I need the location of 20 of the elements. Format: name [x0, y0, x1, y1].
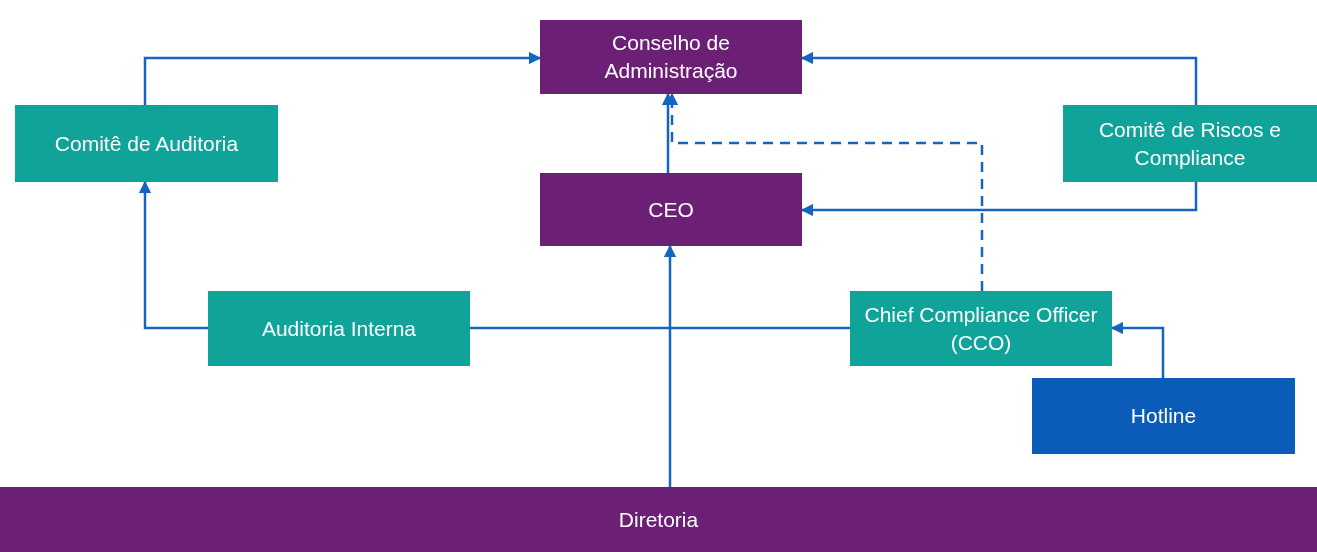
- box-label: Hotline: [1130, 403, 1197, 429]
- org-box: [850, 291, 1112, 366]
- org-box: [540, 20, 802, 94]
- connector-line: [470, 326, 850, 330]
- box-label: Comitê de Auditoria: [54, 130, 239, 157]
- org-box: [0, 487, 1317, 552]
- box-label: Diretoria: [618, 506, 699, 533]
- org-box: [540, 173, 802, 246]
- arrow: [663, 244, 677, 487]
- org-box: [1032, 378, 1295, 454]
- org-box: [208, 291, 470, 366]
- box-label: Comitê de Riscos e Compliance: [1097, 116, 1283, 171]
- box-label: Chief Compliance Officer (CCO): [863, 301, 1099, 356]
- org-box: [1063, 105, 1317, 182]
- box-label: Conselho de Administração: [603, 30, 739, 84]
- box-label: CEO: [648, 196, 694, 223]
- arrow: [138, 180, 208, 330]
- org-box: [15, 105, 278, 182]
- box-label: Auditoria Interna: [261, 315, 417, 342]
- arrow: [143, 51, 542, 105]
